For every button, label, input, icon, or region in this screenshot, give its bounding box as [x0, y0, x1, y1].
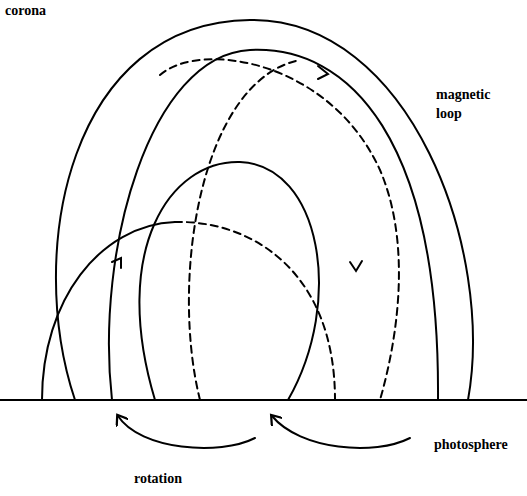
field-arrow: [112, 258, 121, 268]
field-arrow: [350, 261, 362, 271]
twisted-strand: [42, 222, 175, 400]
photosphere-line: [0, 399, 527, 401]
inner-loop: [139, 162, 319, 400]
hidden-strand: [189, 60, 300, 400]
rotation-arrow: [118, 416, 255, 448]
rotation-arrow: [272, 416, 410, 448]
text-label: corona: [5, 2, 46, 21]
text-label: rotation: [134, 470, 182, 489]
field-arrow: [318, 66, 328, 79]
text-label: photosphere: [434, 436, 508, 455]
twisted-strand: [109, 50, 438, 400]
hidden-strand: [175, 222, 335, 400]
text-label: magnetic loop: [436, 86, 502, 124]
hidden-strand: [160, 59, 399, 400]
outer-loop: [56, 20, 473, 400]
